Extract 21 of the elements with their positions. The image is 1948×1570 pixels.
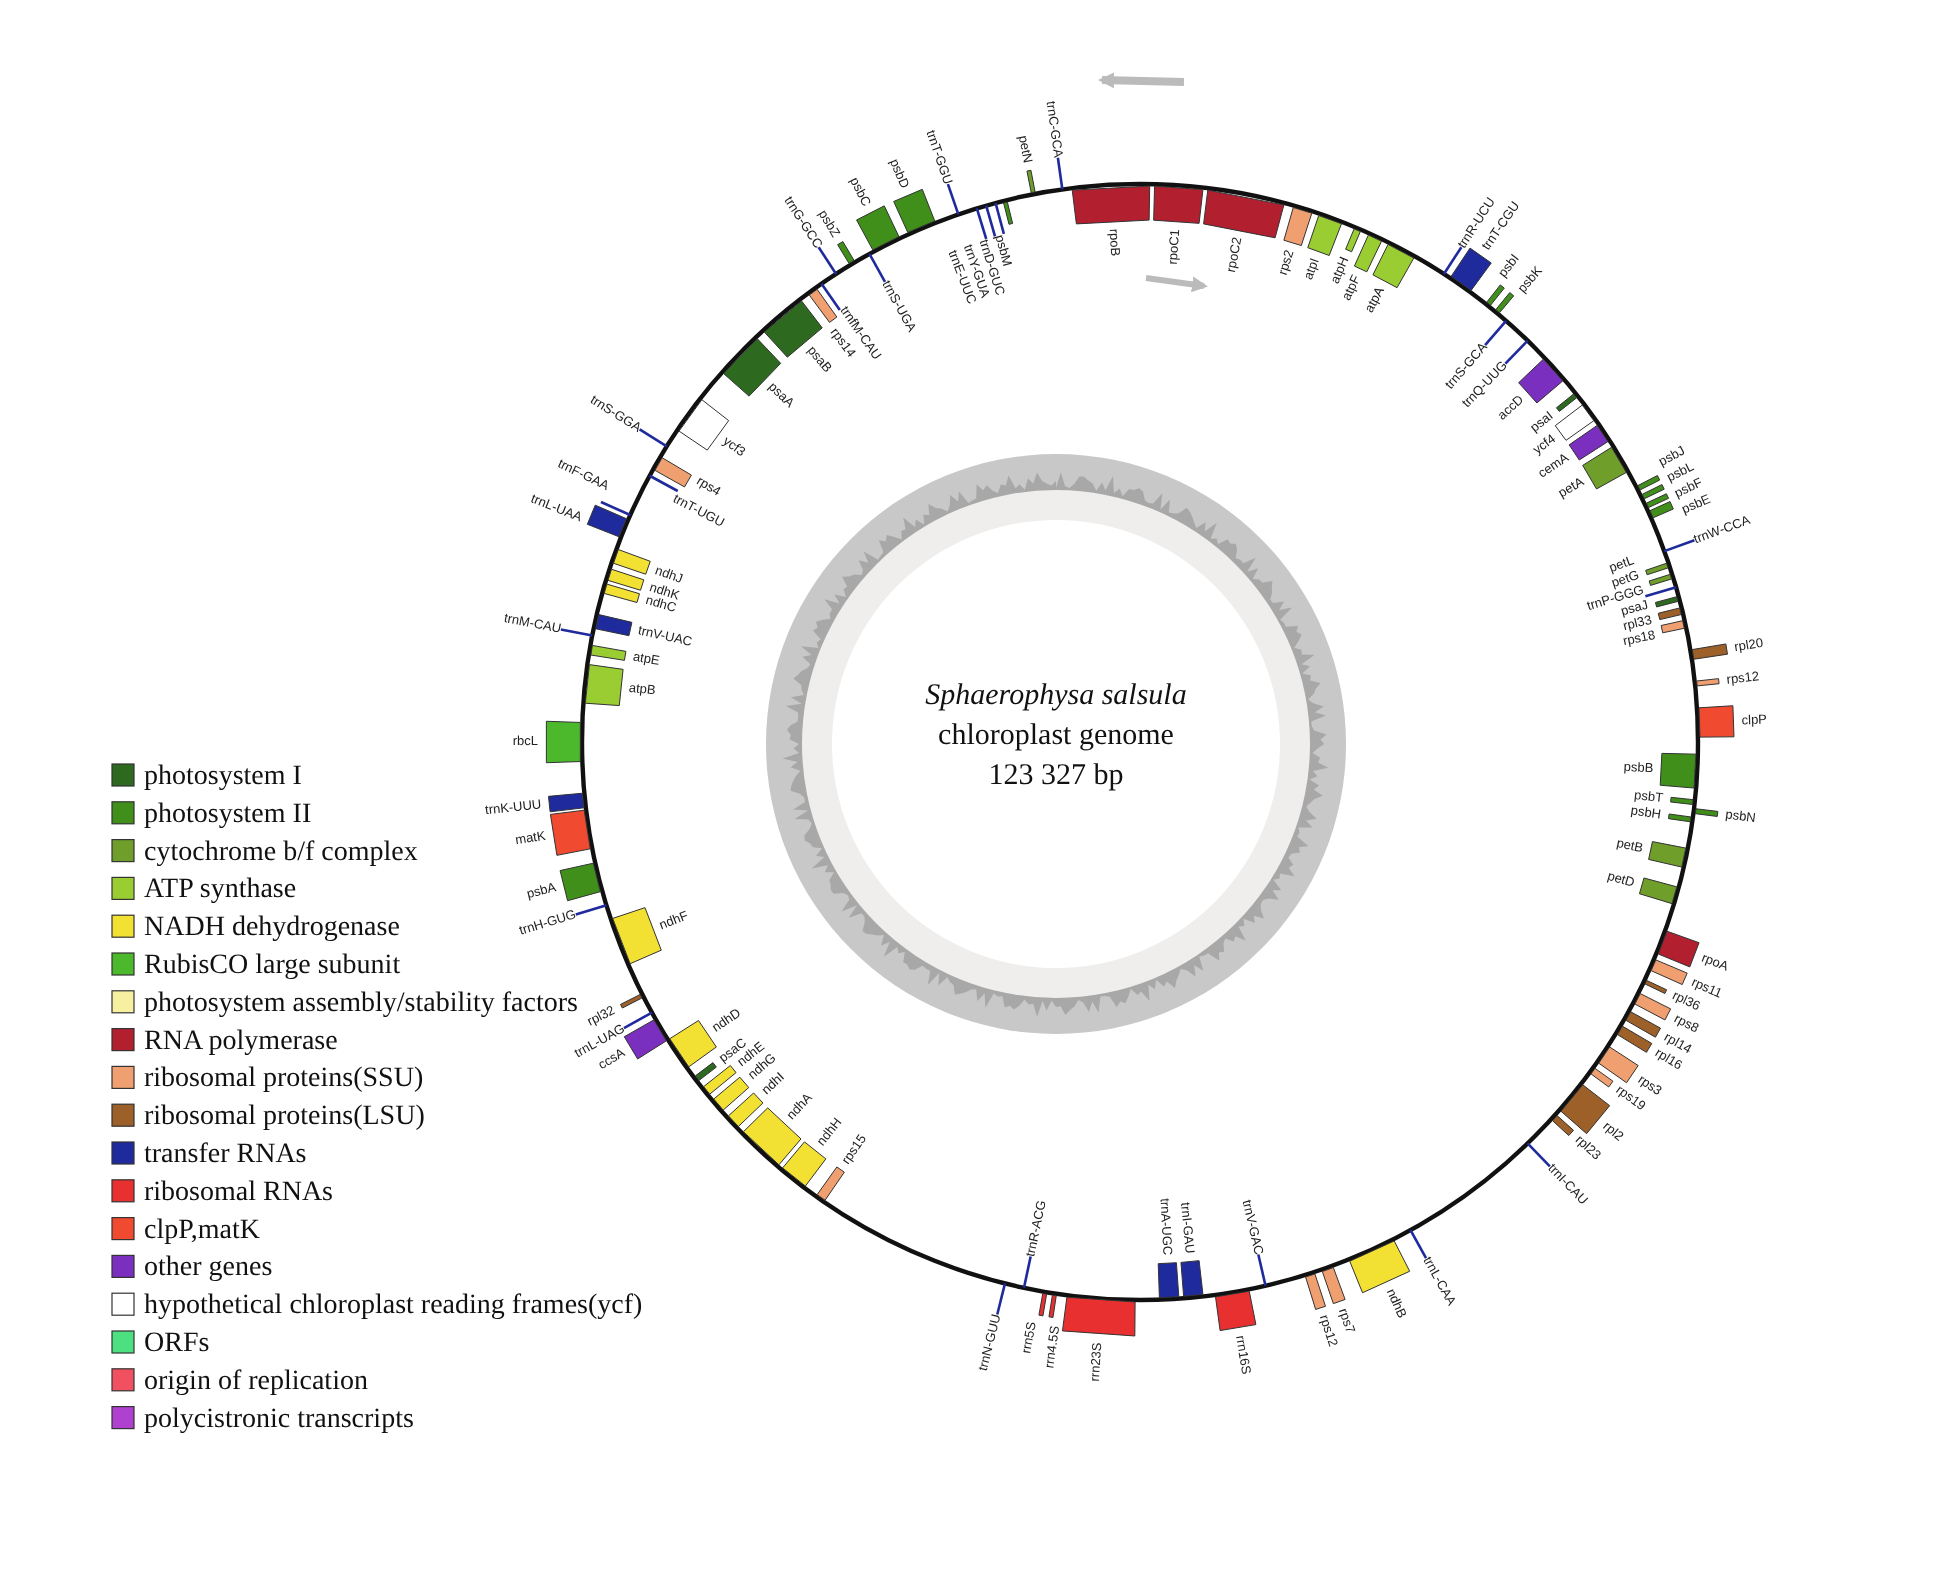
genome-name: Sphaerophysa salsula — [925, 680, 1187, 712]
legend-text: photosystem I — [144, 762, 302, 792]
genome-size: 123 327 bp — [988, 760, 1124, 792]
legend-text: RNA polymerase — [144, 1026, 338, 1057]
legend-text: cytochrome b/f complex — [144, 837, 418, 868]
legend-text: ORFs — [144, 1329, 210, 1359]
legend-text: transfer RNAs — [144, 1140, 307, 1170]
legend-text: ATP synthase — [144, 875, 297, 906]
legend-text: ribosomal RNAs — [144, 1177, 333, 1208]
legend-text: photosystem assembly/stability factors — [144, 988, 578, 1019]
legend-text: hypothetical chloroplast reading frames(ycf) — [144, 1291, 643, 1322]
legend-text: clpP,matK — [144, 1215, 260, 1246]
legend-text: ribosomal proteins(LSU) — [144, 1102, 425, 1133]
legend-text: origin of replication — [144, 1366, 368, 1397]
legend-text: photosystem II — [144, 799, 312, 830]
legend-text: polycistronic transcripts — [144, 1404, 414, 1435]
legend-text: ribosomal proteins(SSU) — [144, 1064, 424, 1095]
legend-text: RubisCO large subunit — [144, 951, 401, 981]
genome-description: chloroplast genome — [938, 720, 1174, 752]
legend-text: NADH dehydrogenase — [144, 913, 400, 944]
legend-text: other genes — [144, 1253, 273, 1284]
